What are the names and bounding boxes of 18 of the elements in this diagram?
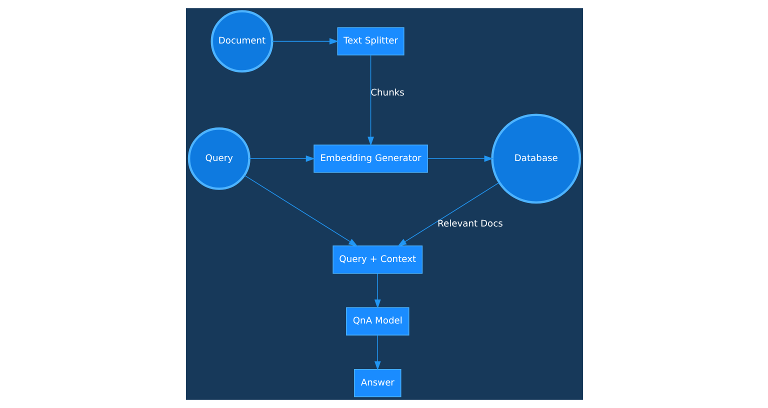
node-box: Embedding Generator [313,144,428,173]
arrow [374,273,380,309]
node-box: QnA Model [346,307,409,336]
node-circle: Document [210,10,273,73]
arrow [248,155,315,162]
edge-label: Relevant Docs [437,220,502,230]
arrow [367,54,374,146]
arrow [244,175,358,246]
node-box: Text Splitter [336,27,404,56]
node-box: Answer [354,368,401,398]
edge-label: Chunks [370,88,404,98]
node-circle: Database [490,114,581,204]
node-circle: Query [187,127,250,190]
node-box: Query + Context [332,246,422,274]
arrow [396,182,500,246]
arrow [374,334,380,370]
arrow [271,38,338,45]
arrow [426,155,493,162]
